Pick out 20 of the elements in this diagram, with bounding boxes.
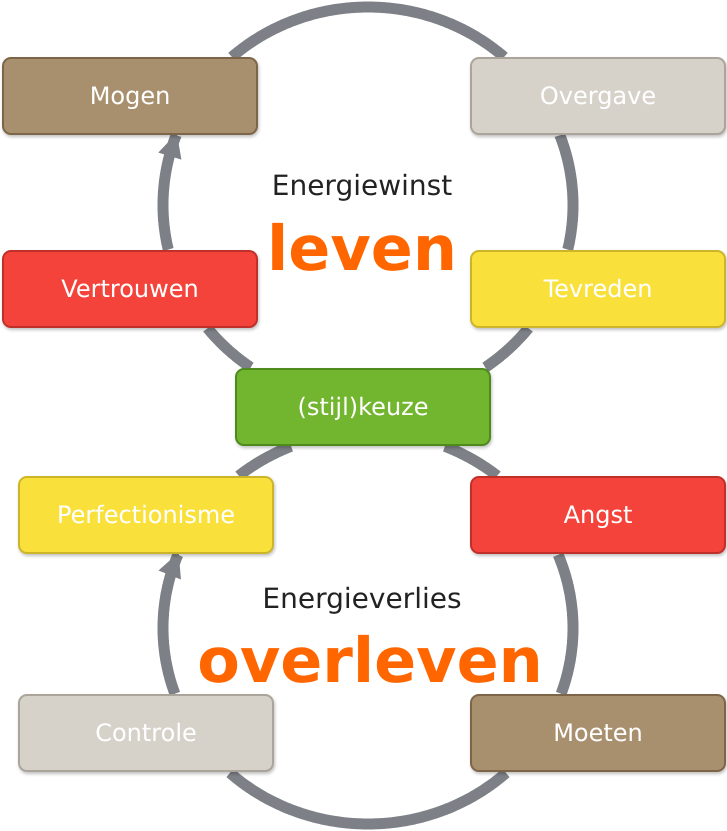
stage-label: Mogen <box>90 82 170 110</box>
stage-label: Vertrouwen <box>61 275 199 303</box>
headline-text: overleven <box>197 630 543 692</box>
stage-box <box>18 476 274 554</box>
stage-label: Angst <box>564 501 632 529</box>
stage-box <box>470 694 726 772</box>
stage-label: Perfectionisme <box>57 501 235 529</box>
stage-box <box>2 250 258 328</box>
headline-text: leven <box>267 218 457 280</box>
stage-box <box>470 57 726 135</box>
stage-box <box>235 368 491 446</box>
stage-label: (stijl)keuze <box>297 393 429 421</box>
stage-box <box>470 250 726 328</box>
subtitle-text: Energiewinst <box>272 172 452 200</box>
stage-label: Tevreden <box>544 275 652 303</box>
stage-box <box>18 694 274 772</box>
stage-label: Moeten <box>553 719 643 747</box>
stage-box <box>470 476 726 554</box>
subtitle-text: Energieverlies <box>262 585 462 613</box>
stage-box <box>2 57 258 135</box>
